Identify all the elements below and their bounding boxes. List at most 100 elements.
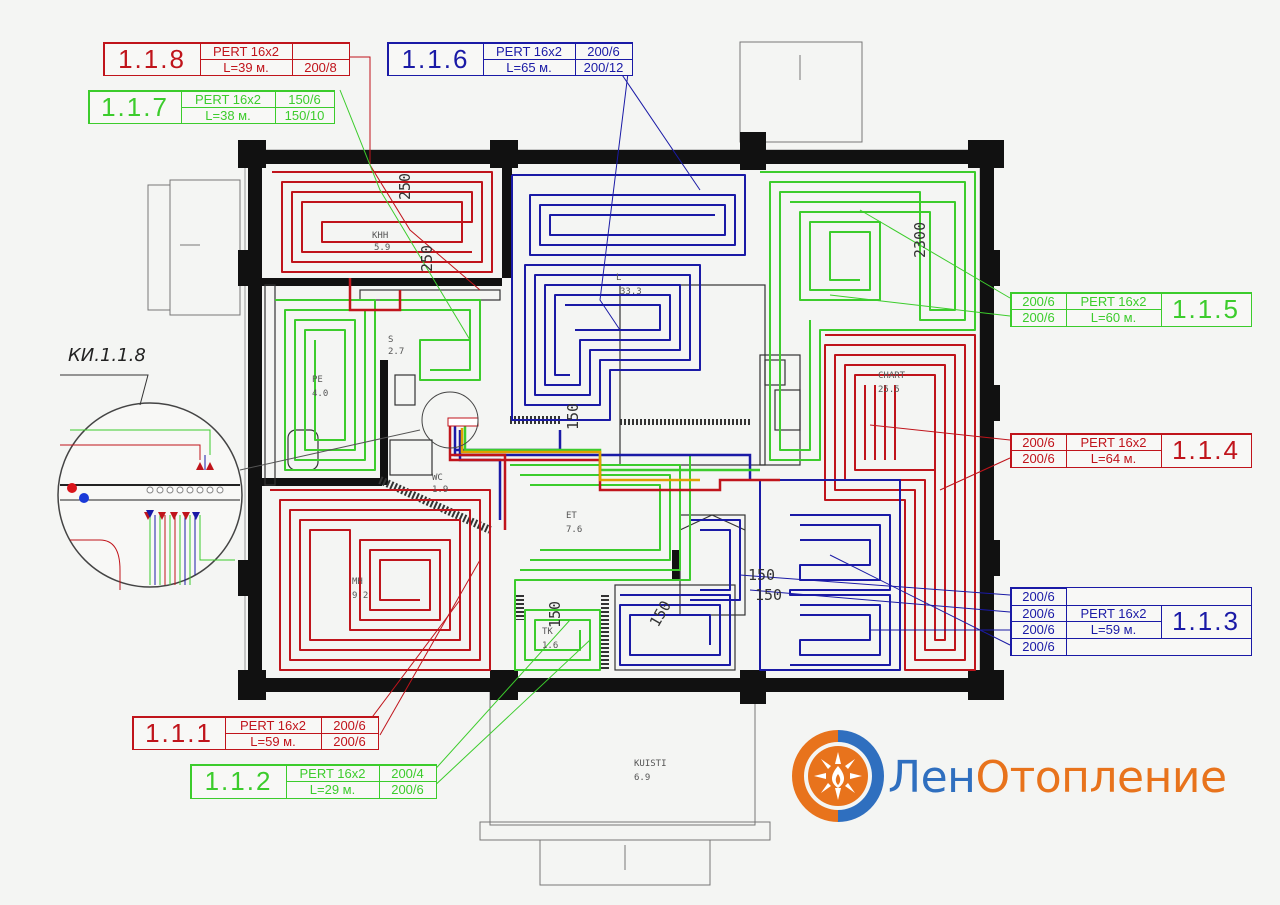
room-chart-area: 25.5 <box>878 385 900 395</box>
room-pe: PE <box>312 375 323 385</box>
room-wc: WC <box>432 473 443 483</box>
pipe-spec-top: 200/6 <box>1010 292 1067 310</box>
loop-length: L=39 м. <box>199 58 293 76</box>
room-chart: CHART <box>878 371 906 381</box>
loop-length: L=65 м. <box>482 58 576 76</box>
room-tk-area: 1.6 <box>542 641 558 651</box>
dim-150-tk: 150 <box>546 601 564 628</box>
pipe-type: PERT 16x2 <box>1065 292 1162 310</box>
detail-label: КИ.1.1.8 <box>68 345 146 366</box>
loop-length: L=60 м. <box>1065 308 1162 327</box>
dim-150-stair: 150 <box>646 598 675 630</box>
room-khh: KHH <box>372 231 388 241</box>
pipe-spec-top: 200/6 <box>574 42 633 60</box>
circuit-table-1-1-4: 200/6 PERT 16x2 1.1.4 200/6 L=64 м. <box>1010 433 1252 468</box>
room-s-area: 2.7 <box>388 347 404 357</box>
loop-1-1-5 <box>760 171 976 461</box>
table-gap <box>1066 638 1252 656</box>
dim-150-et: 150 <box>564 403 582 430</box>
manifold <box>447 417 479 427</box>
room-wc-area: 1.9 <box>432 485 448 495</box>
room-mh-area: 9.2 <box>352 591 368 601</box>
loop-1-1-8 <box>272 171 493 273</box>
circuit-code: 1.1.3 <box>1160 604 1252 639</box>
logo-part-len: Лен <box>888 752 976 803</box>
room-l: L <box>616 273 621 283</box>
room-s: S <box>388 335 393 345</box>
pipe-spec-top: 200/4 <box>378 764 437 782</box>
pipe-spec-bottom: 200/6 <box>1010 449 1067 468</box>
loop-1-1-1 <box>270 489 491 671</box>
circuit-code: 1.1.7 <box>88 90 182 124</box>
circuit-code: 1.1.2 <box>190 764 287 799</box>
circuit-code: 1.1.6 <box>387 42 484 76</box>
detail-callout <box>57 374 479 590</box>
dim-150-hall-upper: 150 <box>748 566 775 584</box>
loop-1-1-4 <box>824 334 976 671</box>
dim-2300: 2300 <box>911 222 929 258</box>
loop-length: L=59 м. <box>224 732 322 750</box>
logo-emblem <box>792 730 884 822</box>
room-labels: KHH 5.9 S 2.7 PE 4.0 L 33.3 WC 1.9 CHART… <box>312 231 906 783</box>
pipe-spec-top: 200/6 <box>1010 433 1067 451</box>
room-khh-area: 5.9 <box>374 243 390 253</box>
circuit-table-1-1-3: 200/6 200/6 PERT 16x2 1.1.3 200/6 L=59 м… <box>1010 587 1252 656</box>
manifold-feed-lines <box>348 278 780 530</box>
room-et-area: 7.6 <box>566 525 582 535</box>
logo-part-otoplenie: Отопление <box>975 752 1227 803</box>
room-tk: TK <box>542 627 553 637</box>
company-logo-wordmark: ЛенОтопление <box>888 752 1227 803</box>
circuit-table-1-1-6: 1.1.6 PERT 16x2 200/6 L=65 м. 200/12 <box>387 42 633 76</box>
pipe-spec-bottom: 200/6 <box>320 732 379 750</box>
circuit-table-1-1-8: 1.1.8 PERT 16x2 L=39 м. 200/8 <box>103 42 350 76</box>
dim-150-hall-lower: 150 <box>755 586 782 604</box>
interior-partitions <box>264 284 801 671</box>
pipe-spec-top: 150/6 <box>274 90 335 108</box>
pipe-type: PERT 16x2 <box>1065 604 1162 622</box>
loop-1-1-3 <box>619 479 901 671</box>
pipe-type: PERT 16x2 <box>482 42 576 60</box>
table-gap <box>1066 588 1252 606</box>
loop-length: L=59 м. <box>1065 620 1162 639</box>
pipe-type: PERT 16x2 <box>224 716 322 734</box>
loop-length: L=29 м. <box>285 780 380 799</box>
pipe-spec-1: 200/6 <box>1010 587 1067 606</box>
dimension-labels: 250 250 2300 150 150 150 150 150 <box>396 173 929 630</box>
pipe-spec-bottom: 200/12 <box>574 58 633 76</box>
pipe-type: PERT 16x2 <box>1065 433 1162 451</box>
leader-lines <box>239 56 1011 791</box>
room-mh: MH <box>352 577 363 587</box>
room-pe-area: 4.0 <box>312 389 328 399</box>
room-kuisti: KUISTI <box>634 759 667 769</box>
pipe-spec-2: 200/6 <box>1010 604 1067 622</box>
circuit-table-1-1-2: 1.1.2 PERT 16x2 200/4 L=29 м. 200/6 <box>190 764 437 799</box>
pipe-type: PERT 16x2 <box>199 42 293 60</box>
circuit-table-1-1-5: 200/6 PERT 16x2 1.1.5 200/6 L=60 м. <box>1010 292 1252 327</box>
room-kuisti-area: 6.9 <box>634 773 650 783</box>
pipe-spec-bottom: 200/8 <box>291 58 350 76</box>
pipe-spec-top: 200/6 <box>320 716 379 734</box>
pipe-spec-bottom: 200/6 <box>1010 308 1067 327</box>
circuit-code: 1.1.5 <box>1160 292 1252 327</box>
circuit-table-1-1-7: 1.1.7 PERT 16x2 150/6 L=38 м. 150/10 <box>88 90 335 124</box>
circuit-code: 1.1.1 <box>132 716 226 750</box>
circuit-code: 1.1.8 <box>103 42 201 76</box>
dim-250-lower: 250 <box>418 245 436 272</box>
room-l-area: 33.3 <box>620 287 642 297</box>
pipe-spec-top <box>291 42 350 60</box>
loop-1-1-6 <box>511 174 746 421</box>
pipe-spec-3: 200/6 <box>1010 620 1067 639</box>
pipe-type: PERT 16x2 <box>180 90 276 108</box>
pipe-spec-4: 200/6 <box>1010 637 1067 656</box>
pipe-spec-bottom: 200/6 <box>378 780 437 799</box>
dim-250-upper: 250 <box>396 173 414 200</box>
room-et: ET <box>566 511 577 521</box>
loop-length: L=38 м. <box>180 106 276 124</box>
circuit-table-1-1-1: 1.1.1 PERT 16x2 200/6 L=59 м. 200/6 <box>132 716 379 750</box>
pipe-type: PERT 16x2 <box>285 764 380 782</box>
loop-length: L=64 м. <box>1065 449 1162 468</box>
pipe-spec-bottom: 150/10 <box>274 106 335 124</box>
loop-1-1-2 <box>500 454 691 671</box>
circuit-code: 1.1.4 <box>1160 433 1252 468</box>
